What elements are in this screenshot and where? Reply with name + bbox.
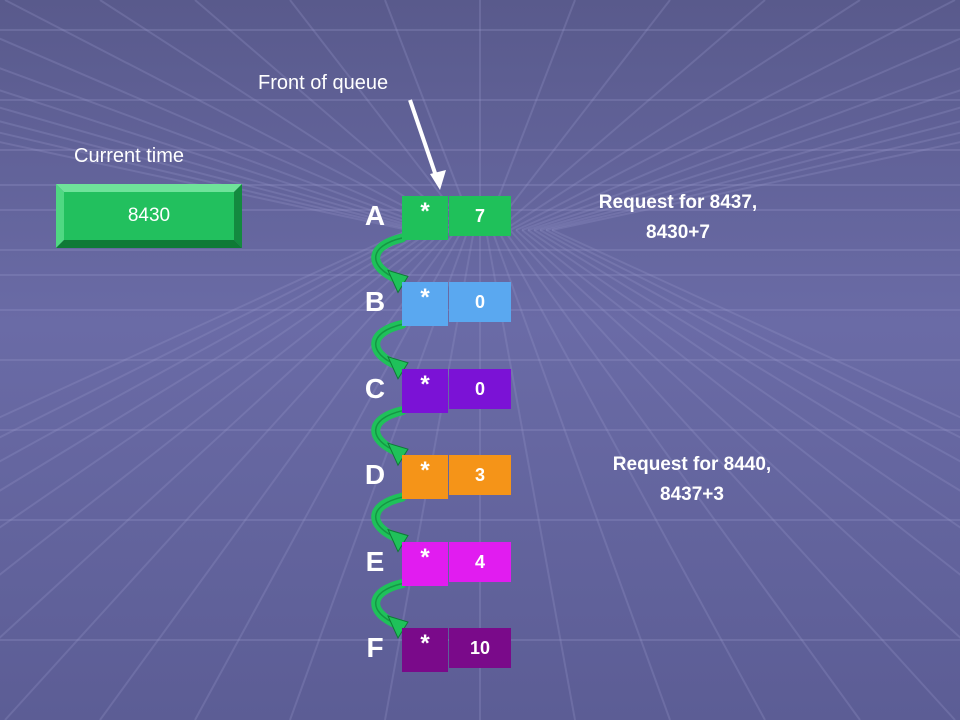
request-1-line2: 8430+7 <box>646 222 710 243</box>
node-f-value: 10 <box>449 628 511 668</box>
node-c-value: 0 <box>449 369 511 409</box>
current-time-value: 8430 <box>64 192 234 240</box>
request-2-line1: Request for 8440, <box>612 454 772 475</box>
node-label-e: E <box>365 546 385 577</box>
node-a-value: 7 <box>449 196 511 236</box>
front-of-queue-caption: Front of queue <box>258 72 389 94</box>
node-label-d: D <box>364 459 386 490</box>
current-time-caption: Current time <box>74 145 185 167</box>
request-annotation-1: Request for 8437, 8430+7 <box>548 188 808 248</box>
node-label-c: C <box>364 373 386 404</box>
node-d-value: 3 <box>449 455 511 495</box>
request-2-line2: 8437+3 <box>660 484 724 505</box>
node-a-pointer: * <box>402 196 448 240</box>
request-annotation-2: Request for 8440, 8437+3 <box>562 450 822 510</box>
request-1-line1: Request for 8437, <box>598 192 758 213</box>
node-c-pointer: * <box>402 369 448 413</box>
node-f-pointer: * <box>402 628 448 672</box>
node-label-f: F <box>366 632 384 663</box>
node-e-pointer: * <box>402 542 448 586</box>
node-label-a: A <box>364 200 386 231</box>
node-d-pointer: * <box>402 455 448 499</box>
node-e-value: 4 <box>449 542 511 582</box>
node-b-value: 0 <box>449 282 511 322</box>
current-time-box-frame <box>56 184 242 248</box>
node-label-b: B <box>364 286 386 317</box>
node-b-pointer: * <box>402 282 448 326</box>
